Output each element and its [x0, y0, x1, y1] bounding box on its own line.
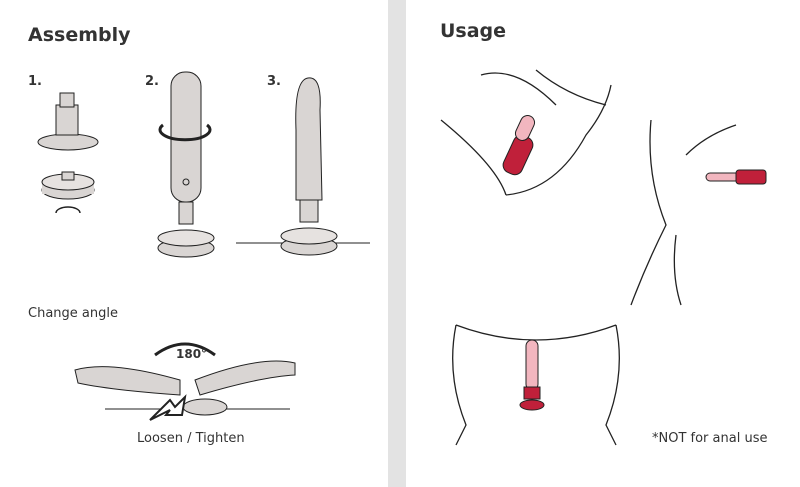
- rotate-arrow-icon: [55, 206, 81, 214]
- usage-note: *NOT for anal use: [652, 431, 768, 446]
- rotate-arrow-icon: [158, 123, 212, 142]
- loosen-tighten-label: Loosen / Tighten: [137, 431, 245, 446]
- change-angle-label: Change angle: [28, 306, 118, 321]
- usage-illustration-2: [630, 119, 767, 306]
- pointer-arrow-icon: [149, 394, 187, 421]
- section-divider: [388, 0, 406, 487]
- usage-illustration-1: [440, 69, 612, 196]
- assembly-title: Assembly: [28, 24, 131, 46]
- usage-title: Usage: [440, 20, 507, 42]
- change-angle-illustration: [74, 342, 296, 421]
- angle-value: 180°: [176, 347, 208, 361]
- usage-section: Usage *NOT for anal use: [406, 0, 800, 487]
- step-1-label: 1.: [28, 74, 42, 89]
- step-1-illustration: [37, 92, 99, 214]
- assembly-section: Assembly 1. 2. 3. Change angle: [0, 0, 388, 487]
- usage-illustration-3: [452, 324, 620, 446]
- step-3-label: 3.: [267, 74, 281, 89]
- step-2-illustration: [157, 71, 215, 258]
- step-2-label: 2.: [145, 74, 159, 89]
- step-3-illustration: [236, 77, 370, 256]
